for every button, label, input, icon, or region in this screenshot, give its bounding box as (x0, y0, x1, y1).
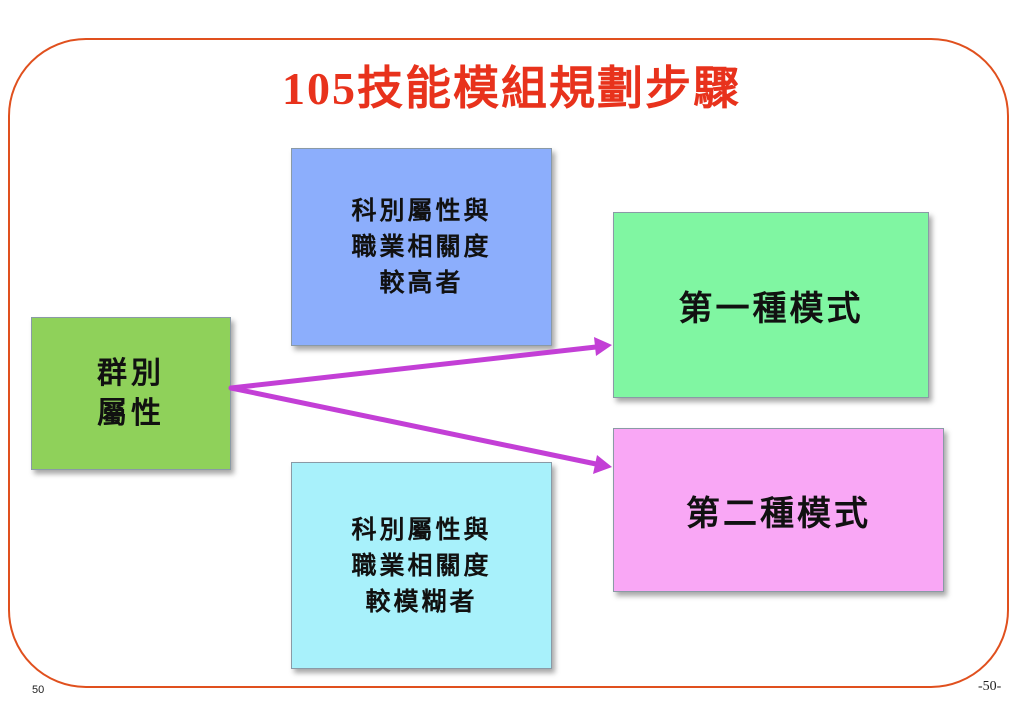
high-relevance-line-1: 科別屬性與 (351, 196, 492, 225)
slide-number: 50 (32, 684, 45, 696)
high-relevance-line-3: 較高者 (379, 268, 464, 297)
slide-frame (8, 38, 1009, 688)
group-attribute-line-2: 屬性 (97, 395, 165, 431)
high-relevance-box: 科別屬性與 職業相關度 較高者 (291, 148, 552, 346)
low-relevance-line-2: 職業相關度 (351, 550, 492, 580)
mode-two-box: 第二種模式 (613, 428, 944, 592)
group-attribute-box: 群別 屬性 (31, 317, 231, 470)
arrow-head-mode-two (593, 455, 612, 474)
arrow-to-mode-two (228, 385, 599, 467)
arrow-to-mode-one (228, 344, 599, 391)
mode-two-label: 第二種模式 (686, 493, 871, 534)
mode-one-label: 第一種模式 (678, 288, 864, 329)
low-relevance-line-1: 科別屬性與 (351, 514, 492, 544)
high-relevance-line-2: 職業相關度 (351, 232, 492, 261)
page-footer: -50- (978, 679, 1002, 694)
low-relevance-box: 科別屬性與 職業相關度 較模糊者 (291, 462, 552, 669)
low-relevance-line-3: 較模糊者 (365, 586, 478, 616)
slide-title: 105技能模組規劃步驟 (282, 63, 741, 114)
arrow-head-mode-one (594, 337, 612, 356)
group-attribute-line-1: 群別 (97, 355, 165, 391)
mode-one-box: 第一種模式 (613, 212, 929, 398)
